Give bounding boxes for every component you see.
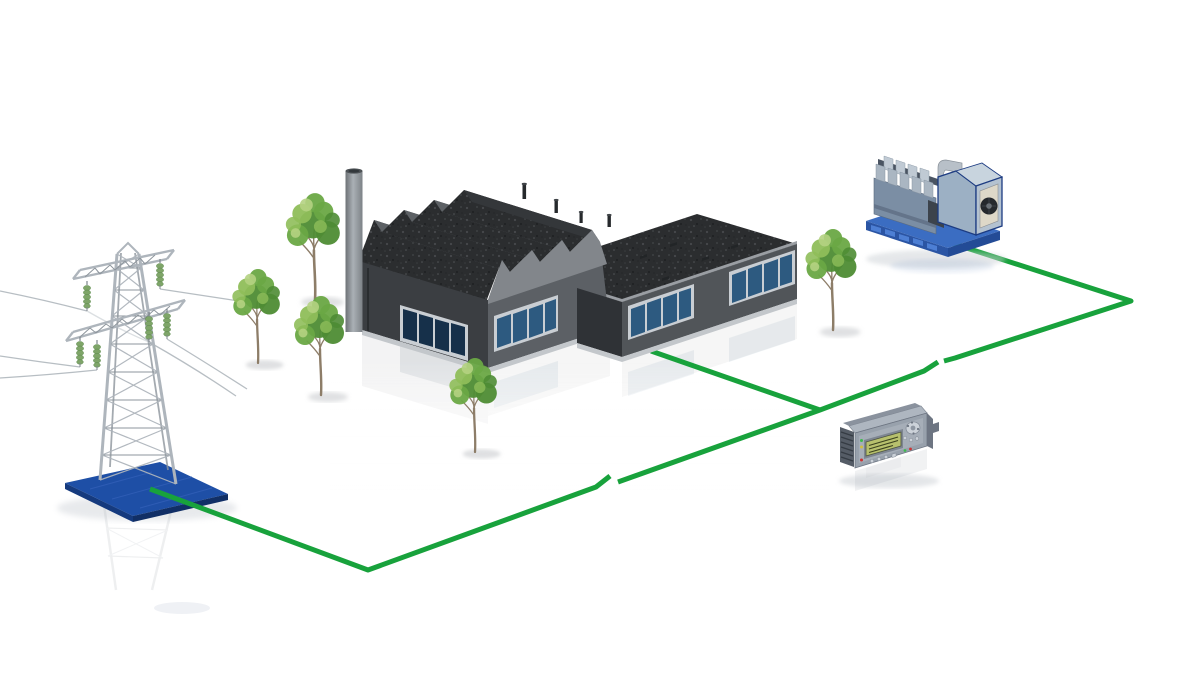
pylon-tower — [98, 241, 178, 485]
grid-pylon — [0, 241, 253, 591]
factory-annex-front — [577, 244, 797, 362]
tree-1 — [232, 269, 283, 370]
factory-chimney — [345, 168, 363, 332]
controller-display — [865, 431, 902, 457]
left-window-band — [400, 305, 468, 361]
generator-set — [866, 155, 1006, 273]
controller — [839, 403, 939, 491]
roof-pipes — [521, 182, 612, 227]
ground-smudge — [154, 602, 210, 614]
pylon-crossarms — [65, 248, 186, 343]
annex-end-wall — [577, 288, 622, 357]
factory-main-hall — [345, 168, 612, 373]
controller-heatsink — [840, 427, 854, 467]
factory-reflection — [330, 303, 830, 490]
busbar-line — [617, 359, 940, 485]
annex-window-band-1 — [628, 284, 694, 340]
pylon-reflection — [102, 504, 174, 591]
tree-5 — [805, 229, 860, 337]
annex-window-band-2 — [729, 250, 795, 306]
factory-feeder-line — [650, 348, 821, 413]
circuit-lines — [149, 239, 1134, 573]
genset-engine — [873, 155, 963, 235]
factory — [345, 168, 797, 373]
controller-keypad — [869, 421, 921, 464]
controller-leds — [860, 439, 912, 462]
controller-reflection — [855, 449, 927, 491]
tree-2 — [286, 193, 344, 307]
gable-upper-light — [488, 230, 607, 304]
genset-feeder-line — [943, 239, 1134, 364]
controller-shadow — [839, 474, 939, 488]
gable-window-band — [494, 295, 558, 352]
genset-alternator-housing — [937, 162, 1003, 236]
grid-feeder-line — [149, 474, 612, 573]
